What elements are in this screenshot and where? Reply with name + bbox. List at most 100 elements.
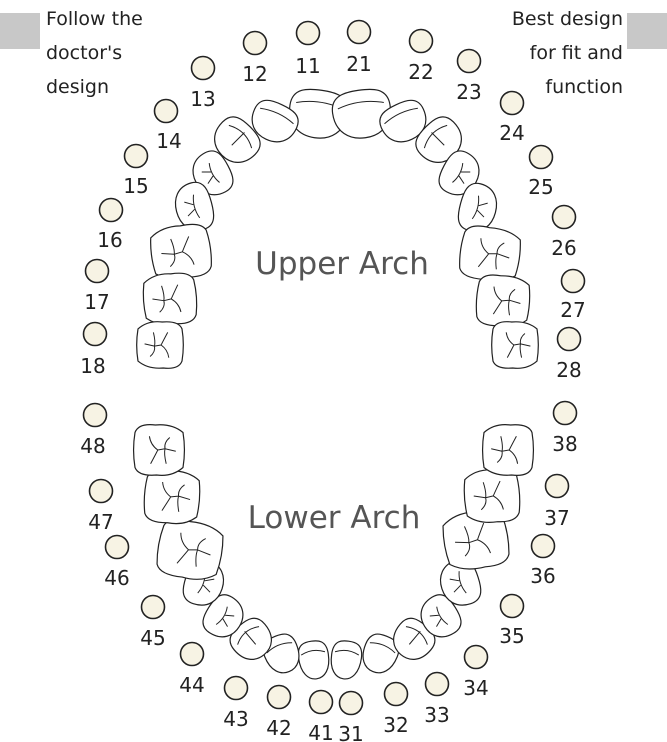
tooth-surface-detail (176, 532, 211, 567)
tooth-checkbox-32[interactable] (383, 681, 409, 707)
tooth-14 (192, 150, 234, 196)
tooth-checkbox-22[interactable] (408, 28, 434, 54)
tooth-checkbox-34[interactable] (463, 644, 489, 670)
tooth-selector-45[interactable]: 45 (140, 594, 166, 651)
tooth-checkbox-41[interactable] (308, 689, 334, 715)
tooth-23 (415, 116, 462, 163)
tooth-checkbox-16[interactable] (98, 197, 124, 223)
tooth-surface-detail (369, 642, 396, 654)
tooth-checkbox-43[interactable] (223, 675, 249, 701)
tooth-selector-18[interactable]: 18 (80, 321, 108, 379)
tooth-selector-38[interactable]: 38 (552, 400, 578, 457)
tooth-checkbox-24[interactable] (499, 90, 525, 116)
option-checkbox-best-design[interactable] (627, 13, 667, 49)
tooth-selector-17[interactable]: 17 (84, 258, 110, 315)
tooth-selector-16[interactable]: 16 (97, 197, 124, 253)
tooth-48 (132, 424, 186, 476)
tooth-outline (202, 594, 244, 638)
lower-arch-label: Lower Arch (248, 500, 421, 536)
tooth-number-31: 31 (338, 722, 363, 742)
tooth-surface-detail (455, 522, 491, 557)
tooth-checkbox-15[interactable] (123, 143, 149, 169)
tooth-selector-28[interactable]: 28 (556, 326, 582, 383)
tooth-checkbox-28[interactable] (556, 326, 582, 352)
tooth-checkbox-27[interactable] (560, 268, 586, 294)
tooth-number-28: 28 (556, 358, 581, 382)
tooth-surface-detail (184, 194, 201, 219)
tooth-selector-13[interactable]: 13 (190, 55, 216, 112)
tooth-selector-21[interactable]: 21 (346, 19, 372, 77)
tooth-number-44: 44 (179, 673, 204, 697)
tooth-checkbox-21[interactable] (346, 19, 372, 45)
tooth-checkbox-11[interactable] (295, 20, 321, 46)
tooth-selector-34[interactable]: 34 (463, 644, 489, 701)
tooth-checkbox-35[interactable] (499, 593, 525, 619)
tooth-selector-26[interactable]: 26 (551, 204, 577, 261)
tooth-selector-41[interactable]: 41 (308, 689, 334, 742)
tooth-checkbox-13[interactable] (190, 55, 216, 81)
tooth-checkbox-45[interactable] (140, 594, 166, 620)
tooth-number-24: 24 (499, 121, 524, 145)
tooth-checkbox-17[interactable] (84, 258, 110, 284)
tooth-checkbox-44[interactable] (179, 641, 205, 667)
tooth-number-27: 27 (560, 298, 585, 322)
tooth-checkbox-46[interactable] (104, 534, 130, 560)
tooth-42 (262, 633, 300, 674)
tooth-selector-46[interactable]: 46 (104, 534, 130, 591)
tooth-surface-detail (215, 606, 235, 627)
tooth-selector-44[interactable]: 44 (179, 641, 205, 698)
tooth-surface-detail (201, 162, 220, 184)
tooth-checkbox-42[interactable] (266, 684, 292, 710)
tooth-checkbox-26[interactable] (551, 204, 577, 230)
option-line: Best design (511, 8, 623, 30)
tooth-checkbox-36[interactable] (530, 533, 556, 559)
tooth-number-35: 35 (499, 624, 524, 648)
tooth-selector-48[interactable]: 48 (80, 402, 108, 459)
tooth-selector-33[interactable]: 33 (424, 671, 450, 728)
option-line: doctor's (46, 42, 123, 64)
tooth-checkbox-18[interactable] (82, 321, 108, 347)
tooth-selector-24[interactable]: 24 (499, 90, 525, 146)
tooth-number-48: 48 (80, 434, 105, 458)
tooth-number-21: 21 (346, 52, 371, 76)
tooth-selector-25[interactable]: 25 (528, 144, 554, 200)
tooth-selector-31[interactable]: 31 (338, 690, 364, 742)
tooth-selector-22[interactable]: 22 (408, 28, 434, 85)
tooth-surface-detail (334, 649, 360, 656)
tooth-selector-23[interactable]: 23 (456, 48, 482, 105)
tooth-checkbox-31[interactable] (338, 690, 364, 716)
tooth-checkbox-47[interactable] (88, 478, 114, 504)
tooth-number-36: 36 (530, 564, 555, 588)
tooth-selector-12[interactable]: 12 (242, 30, 268, 87)
tooth-surface-detail (384, 107, 418, 125)
tooth-selector-36[interactable]: 36 (530, 533, 556, 589)
tooth-outline (150, 223, 212, 280)
tooth-selector-15[interactable]: 15 (123, 143, 149, 199)
tooth-selector-43[interactable]: 43 (223, 675, 249, 732)
tooth-selector-35[interactable]: 35 (499, 593, 525, 649)
tooth-selector-42[interactable]: 42 (266, 684, 292, 741)
tooth-selector-37[interactable]: 37 (544, 473, 570, 531)
tooth-checkbox-23[interactable] (456, 48, 482, 74)
option-line: Follow the (46, 8, 143, 30)
tooth-checkbox-14[interactable] (153, 98, 179, 124)
tooth-checkbox-37[interactable] (544, 473, 570, 499)
tooth-outline (330, 640, 363, 680)
tooth-selector-32[interactable]: 32 (383, 681, 409, 738)
tooth-checkbox-38[interactable] (552, 400, 578, 426)
tooth-number-14: 14 (156, 129, 181, 153)
option-checkbox-follow-doctor[interactable] (0, 13, 40, 49)
tooth-surface-detail (423, 124, 448, 149)
tooth-checkbox-12[interactable] (242, 30, 268, 56)
tooth-selector-14[interactable]: 14 (153, 98, 182, 154)
tooth-selector-47[interactable]: 47 (88, 478, 114, 535)
tooth-checkbox-48[interactable] (82, 402, 108, 428)
tooth-selector-27[interactable]: 27 (560, 268, 586, 323)
tooth-surface-detail (452, 162, 471, 184)
tooth-checkbox-25[interactable] (528, 144, 554, 170)
tooth-selector-11[interactable]: 11 (295, 20, 321, 79)
tooth-surface-detail (473, 480, 504, 511)
tooth-checkbox-33[interactable] (424, 671, 450, 697)
tooth-surface-detail (266, 642, 293, 654)
